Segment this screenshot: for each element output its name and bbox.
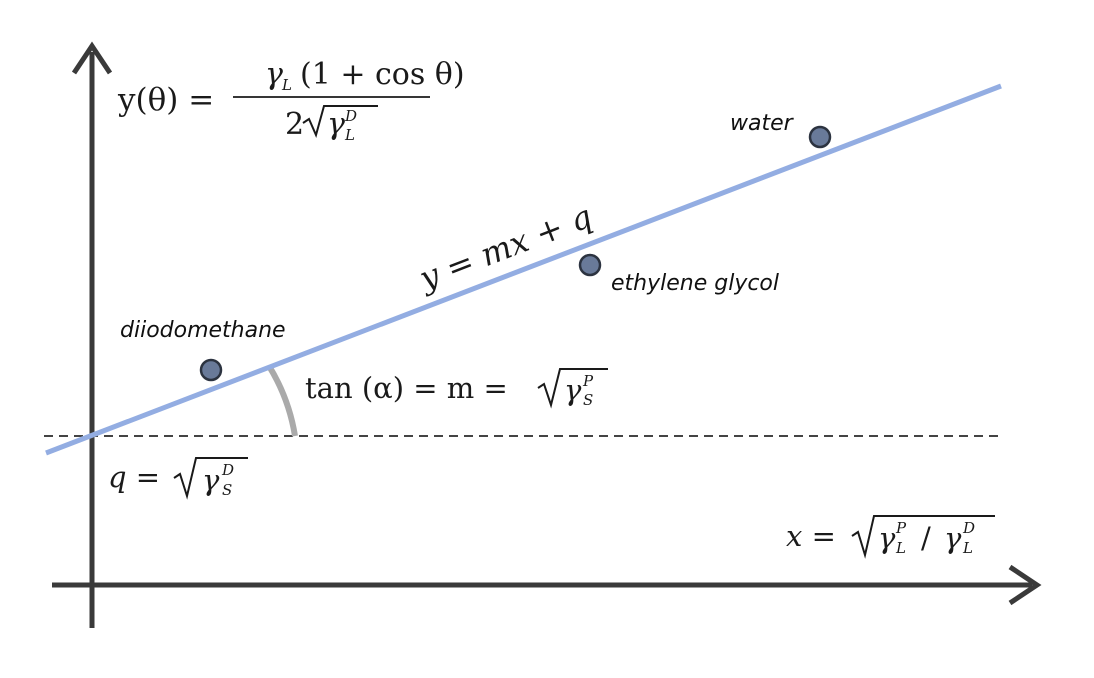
diiodomethane-label: diiodomethane	[120, 318, 286, 343]
slope-sup: P	[582, 372, 594, 390]
ethylene-glycol-label: ethylene glycol	[611, 271, 779, 296]
x-definition-equation: x = γ P L / γ D L	[786, 515, 995, 559]
y-def-num-sub: L	[281, 76, 292, 94]
x-def-gamma-1-sub: L	[895, 539, 906, 557]
y-def-den-sub: L	[344, 126, 355, 144]
x-def-gamma-2-sub: L	[962, 539, 973, 557]
fit-line	[45, 83, 1002, 456]
x-def-gamma-1: γ	[878, 521, 896, 555]
intercept-equation: q = γ D S	[108, 457, 248, 500]
x-def-gamma-1-sup: P	[895, 519, 907, 537]
x-def-gamma-2-sup: D	[962, 519, 975, 537]
intercept-sub: S	[222, 481, 232, 499]
slope-sub: S	[583, 391, 593, 409]
slope-lhs: tan (α) = m =	[305, 371, 508, 405]
y-def-sqrt-sign	[302, 105, 378, 138]
x-axis-arrowhead	[1008, 564, 1042, 606]
y-def-lhs: y(θ) =	[117, 82, 214, 118]
y-def-den-gamma: γ	[327, 107, 345, 142]
intercept-gamma: γ	[202, 463, 220, 497]
y-def-den-sup: D	[344, 107, 357, 125]
x-def-lhs: x =	[786, 519, 836, 553]
y-definition-equation: y(θ) = γ L (1 + cos θ) 2 γ D L	[117, 57, 465, 144]
slope-gamma: γ	[564, 373, 582, 407]
slope-equation: tan (α) = m = γ P S	[305, 368, 608, 409]
y-def-num-rest: (1 + cos θ)	[300, 57, 465, 92]
x-def-slash: /	[921, 521, 931, 555]
diiodomethane-point	[199, 358, 223, 382]
y-def-num-gamma: γ	[265, 57, 283, 92]
ethylene-glycol-point	[578, 253, 602, 277]
y-def-den-two: 2	[285, 107, 304, 142]
fit-equation: y = mx + q	[412, 197, 597, 298]
slope-angle-arc	[266, 364, 298, 437]
water-label: water	[730, 111, 795, 136]
x-def-gamma-2: γ	[944, 521, 962, 555]
intercept-sqrt-sign	[173, 457, 248, 500]
intercept-sup: D	[221, 461, 234, 479]
slope-sqrt-sign	[537, 368, 608, 409]
x-def-sqrt-sign	[851, 515, 995, 559]
y-axis-arrowhead	[71, 41, 113, 75]
water-point	[808, 125, 832, 149]
intercept-lhs: q =	[108, 460, 160, 494]
